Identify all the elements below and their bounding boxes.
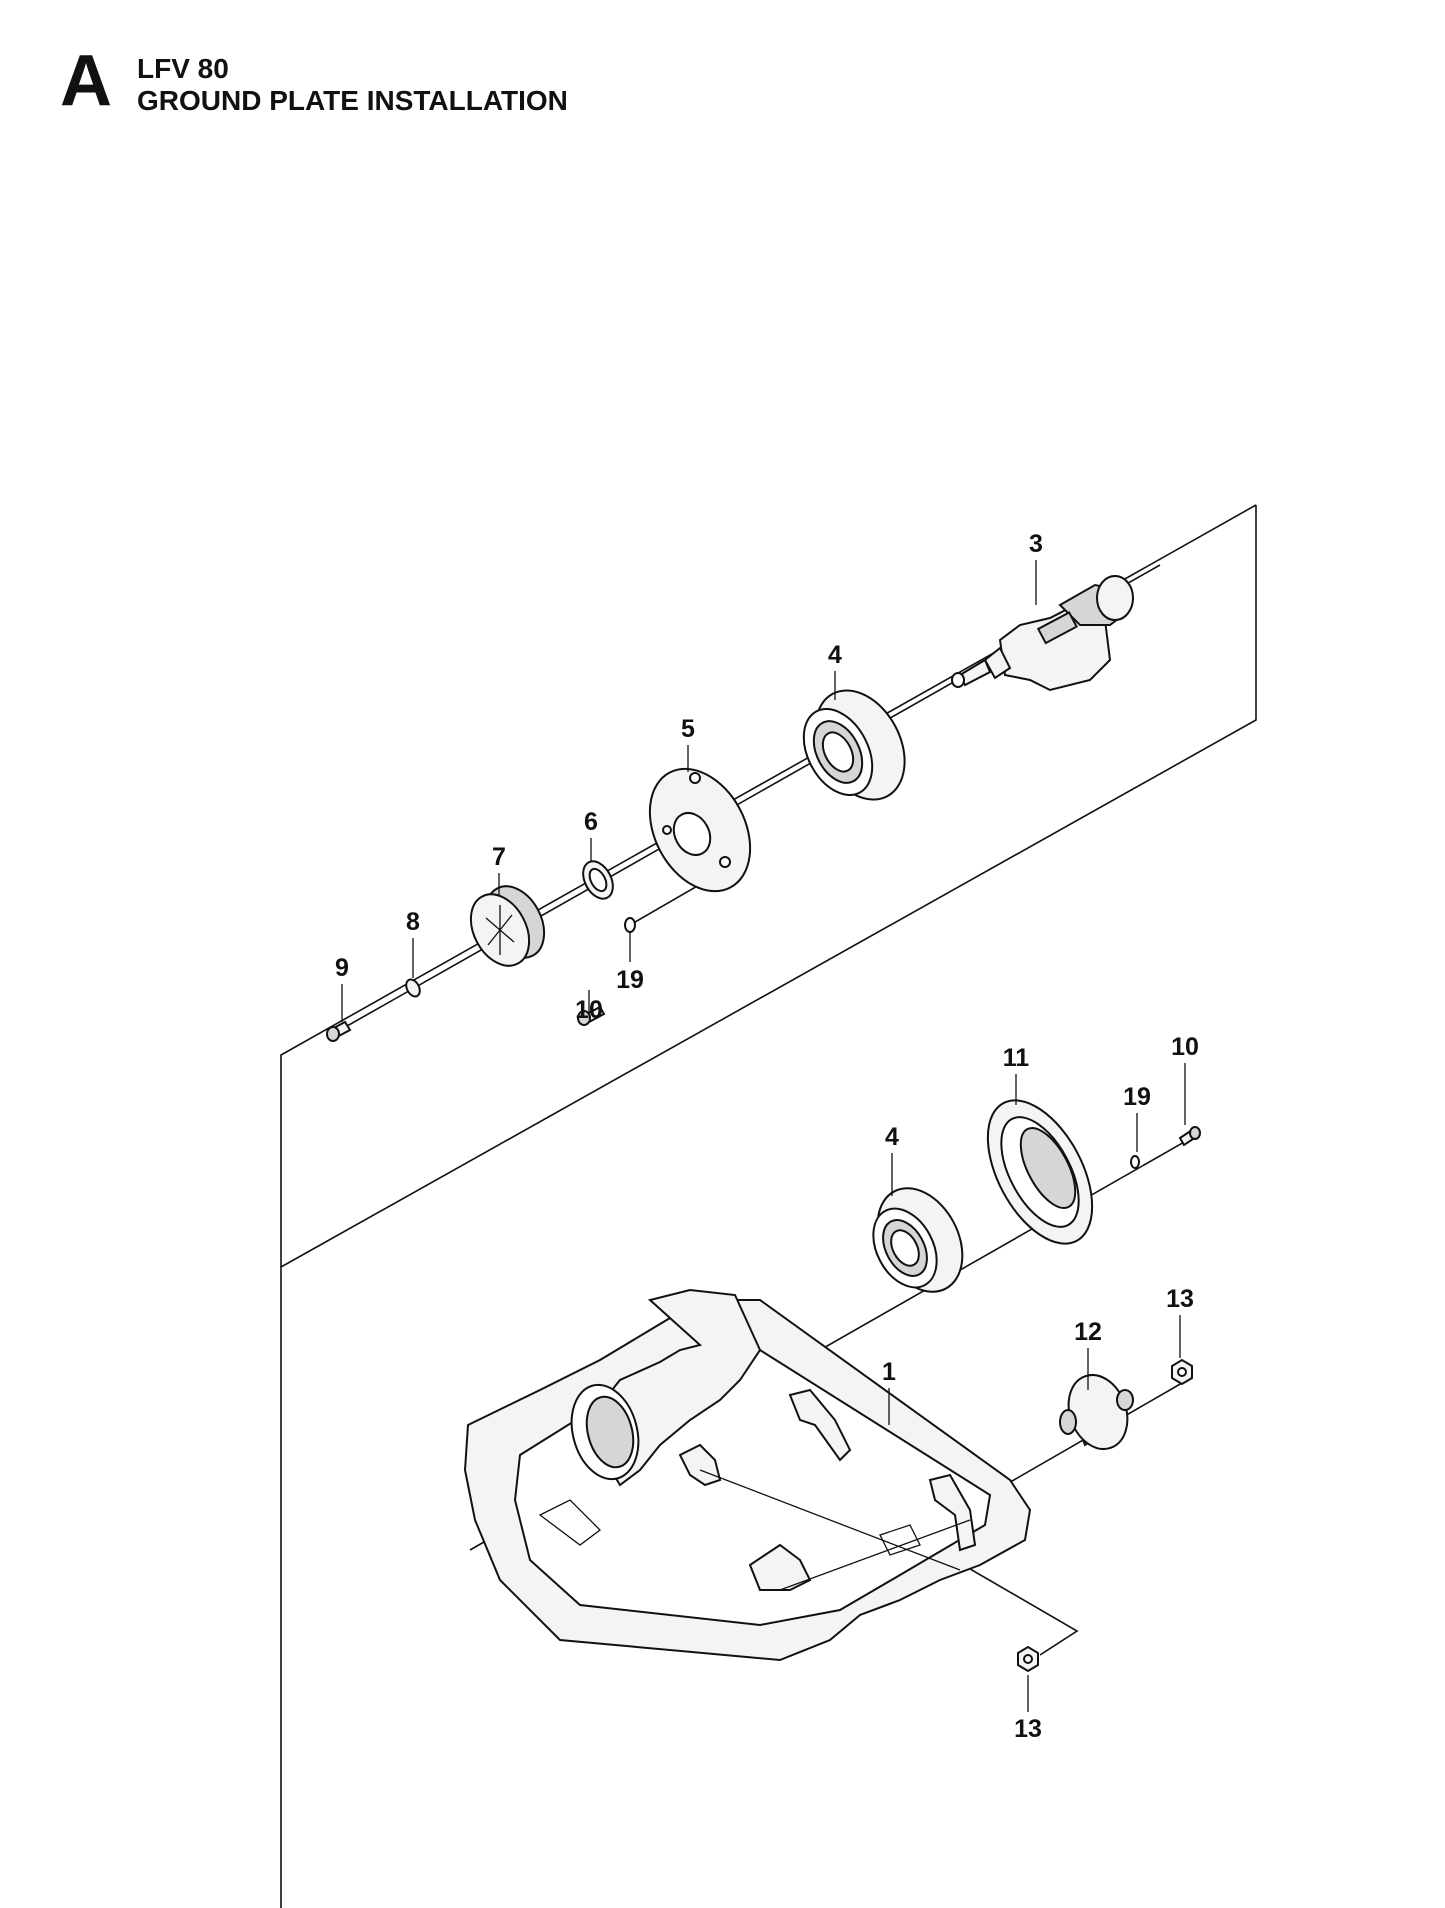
bearing-part-lower (872, 1187, 964, 1293)
callout-5: 5 (681, 715, 695, 743)
assembly-boundary-upper (280, 504, 1257, 1267)
nut-part-lower (1017, 1645, 1039, 1673)
page-title: GROUND PLATE INSTALLATION (137, 85, 568, 116)
callout-4-lower: 4 (885, 1123, 899, 1151)
seal-ring-part (582, 860, 614, 900)
callout-3: 3 (1029, 530, 1043, 558)
bearing-part-upper (802, 689, 906, 801)
nut-part-upper (1171, 1358, 1193, 1386)
callout-12: 12 (1074, 1318, 1102, 1346)
screw-part-10-upper (577, 1005, 606, 1026)
callout-11: 11 (1003, 1044, 1030, 1072)
ground-plate-part (463, 1288, 1032, 1662)
hub-part (469, 885, 546, 967)
callout-13-upper: 13 (1166, 1285, 1194, 1313)
callout-1: 1 (882, 1358, 896, 1386)
screw-part-10-lower (1178, 1126, 1201, 1147)
assembly-boundary-line (280, 505, 1257, 1908)
lock-washer-upper (624, 917, 636, 933)
callout-labels: 3 4 5 6 7 8 9 10 19 11 10 19 4 (335, 530, 1199, 1743)
callout-10-lower: 10 (1171, 1033, 1199, 1061)
section-letter: A (60, 41, 112, 121)
rubber-mount-part (1059, 1374, 1134, 1450)
callout-7: 7 (492, 843, 506, 871)
callout-8: 8 (406, 908, 420, 936)
screw-part-9 (326, 1020, 352, 1042)
callout-13-lower: 13 (1014, 1715, 1042, 1743)
callout-19-upper: 19 (616, 966, 644, 994)
callout-4-upper: 4 (828, 641, 842, 669)
eccentric-shaft-part (951, 575, 1134, 692)
lock-washer-lower (1130, 1155, 1140, 1169)
callout-19-lower: 19 (1123, 1083, 1151, 1111)
bearing-cover-part (648, 767, 752, 893)
callout-9: 9 (335, 954, 349, 982)
bearing-housing-part (986, 1099, 1094, 1245)
model-name: LFV 80 (137, 53, 229, 84)
washer-part (405, 978, 421, 998)
callout-6: 6 (584, 808, 598, 836)
